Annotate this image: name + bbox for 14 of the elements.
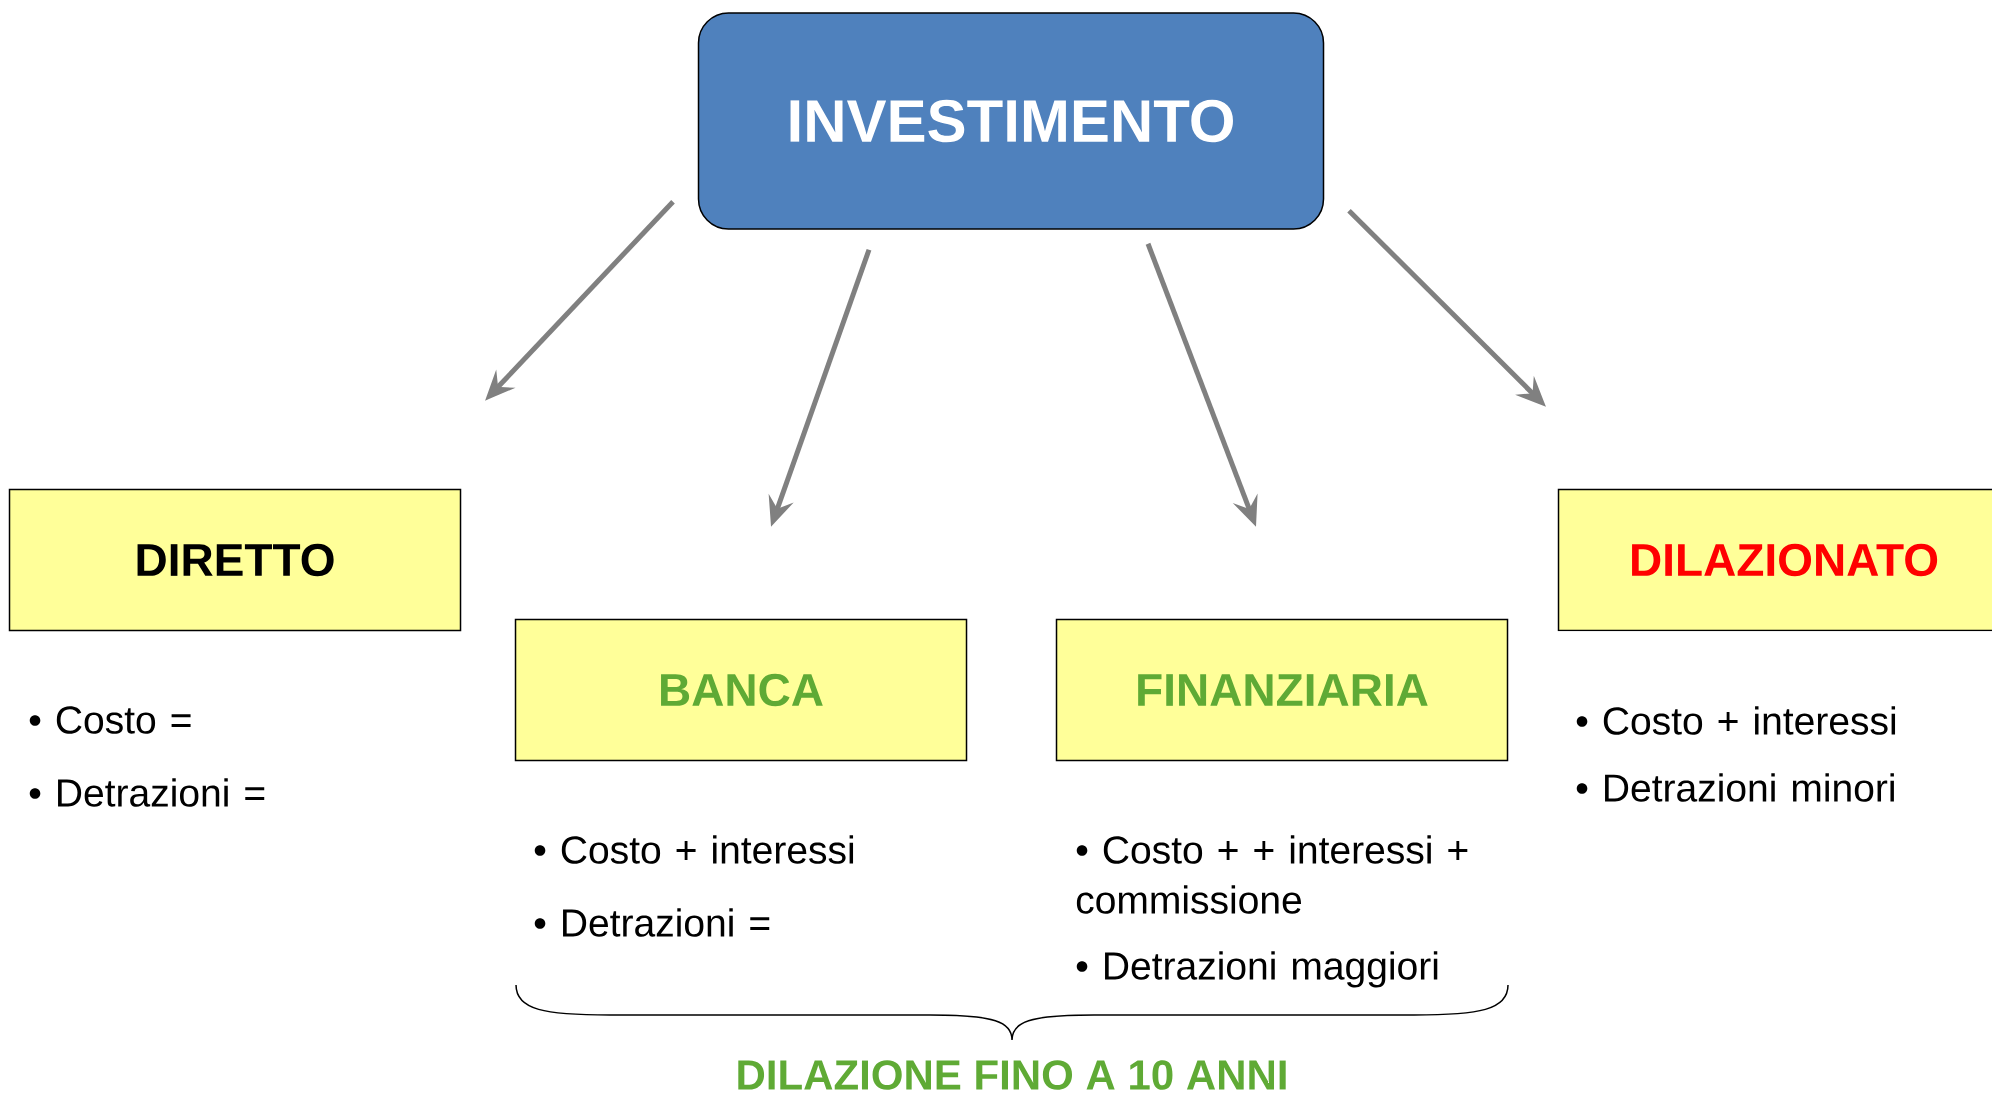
process-box: FINANZIARIA (1055, 618, 1509, 762)
bullet-item: • Detrazioni = (29, 778, 265, 807)
bullet-item: • Costo + interessi (1576, 706, 1896, 735)
brace-label: DILAZIONE FINO A 10 ANNI (738, 1060, 1286, 1090)
bullet-item: • Costo + interessi (534, 835, 854, 864)
process-box: DIRETTO (8, 488, 462, 632)
bullet-item: • Costo = (29, 706, 191, 734)
rounded-box: INVESTIMENTO (697, 12, 1325, 230)
bullet-item: • Detrazioni = (534, 908, 770, 937)
bullet-item: • Costo + + interessi + commissione (1076, 835, 1468, 914)
process-box: BANCA (514, 618, 968, 762)
bullet-item: • Detrazioni minori (1576, 773, 1894, 802)
bullet-item: • Detrazioni maggiori (1076, 951, 1438, 988)
process-box: DILAZIONATO (1557, 488, 1992, 632)
